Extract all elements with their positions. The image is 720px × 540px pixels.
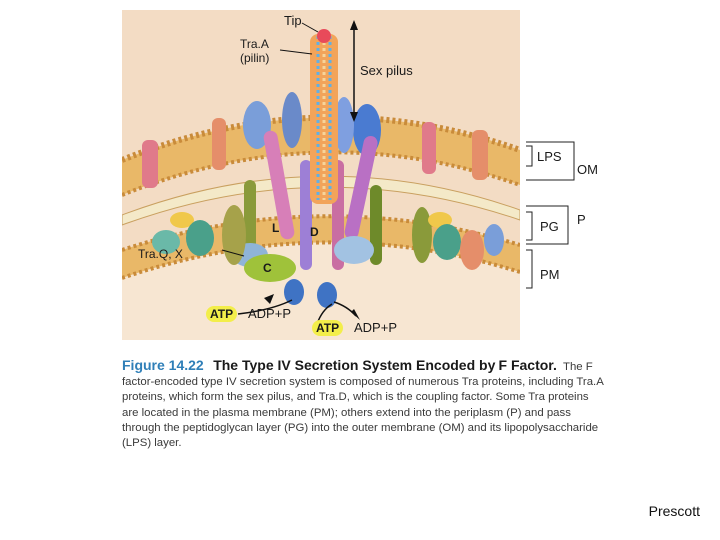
illustration-art xyxy=(122,20,520,340)
figure-title: The Type IV Secretion System Encoded by xyxy=(213,357,496,373)
arrow-head xyxy=(351,309,360,320)
complex-protein xyxy=(222,205,246,265)
pilus-tip xyxy=(317,29,331,43)
atp-badge-2: ATP xyxy=(312,320,344,336)
complex-protein xyxy=(370,185,382,265)
p-layer-label: P xyxy=(577,212,586,227)
om-protein xyxy=(142,140,158,188)
tip-label: Tip xyxy=(284,13,302,28)
layer-brackets xyxy=(526,141,575,289)
arrow-head xyxy=(350,20,358,30)
sex-pilus-label: Sex pilus xyxy=(360,63,413,78)
sex-pilus xyxy=(310,34,338,204)
complex-protein xyxy=(263,130,295,240)
figure-number: Figure 14.22 xyxy=(122,357,204,373)
membrane-protein xyxy=(484,224,504,256)
figure-lead: F Factor. xyxy=(498,357,557,373)
traa-label: Tra.A xyxy=(240,37,269,51)
complex-protein xyxy=(282,92,302,148)
trac-label: C xyxy=(263,261,272,275)
traq-protein xyxy=(170,212,194,228)
lps-bracket xyxy=(526,145,533,167)
traq-protein xyxy=(186,220,214,256)
peptidoglycan-layer xyxy=(122,175,520,226)
caption-body: The F factor-encoded type IV secretion s… xyxy=(122,361,604,450)
adp-label-1: ADP+P xyxy=(248,306,291,321)
pm-bracket xyxy=(526,249,533,289)
complex-protein xyxy=(300,160,312,270)
traq-protein xyxy=(152,230,180,254)
membrane-protein xyxy=(428,212,452,228)
figure-caption: Figure 14.22 The Type IV Secretion Syste… xyxy=(122,357,606,451)
complex-protein xyxy=(344,136,378,240)
om-protein xyxy=(422,122,436,174)
pilin-label: (pilin) xyxy=(240,51,270,65)
leader-line xyxy=(279,49,313,55)
complex-protein xyxy=(334,97,354,153)
p-bracket xyxy=(526,205,569,245)
om-protein xyxy=(472,130,488,180)
trac-protein xyxy=(244,254,296,282)
om-protein xyxy=(212,118,226,170)
leader-line xyxy=(301,22,319,33)
pg-layer-label: PG xyxy=(540,219,559,234)
pm-layer-label: PM xyxy=(540,267,560,282)
leader-line xyxy=(221,249,245,257)
atp-badge-1: ATP xyxy=(206,306,238,322)
complex-protein xyxy=(244,180,256,260)
tral-label: L xyxy=(272,221,280,235)
source-credit: Prescott xyxy=(648,503,700,519)
membrane-protein xyxy=(433,224,461,260)
om-layer-label: OM xyxy=(577,162,598,177)
adp-label-2: ADP+P xyxy=(354,320,397,335)
complex-protein xyxy=(412,207,432,263)
lps-layer-label: LPS xyxy=(537,149,562,164)
membrane-protein xyxy=(460,230,484,270)
complex-protein xyxy=(334,236,374,264)
pg-bracket xyxy=(526,211,533,241)
arrow-head xyxy=(264,294,274,304)
trad-atpase xyxy=(284,279,304,305)
atp-arrow xyxy=(237,299,293,315)
om-bracket xyxy=(526,141,575,181)
trad-label: D xyxy=(310,225,319,239)
arrow-head xyxy=(350,112,358,122)
traq-x-label: Tra.Q, X xyxy=(138,247,183,261)
secretion-system-illustration: Tip Tra.A (pilin) Sex pilus L D C Tra.Q,… xyxy=(122,10,520,340)
trad-atpase xyxy=(317,282,337,308)
